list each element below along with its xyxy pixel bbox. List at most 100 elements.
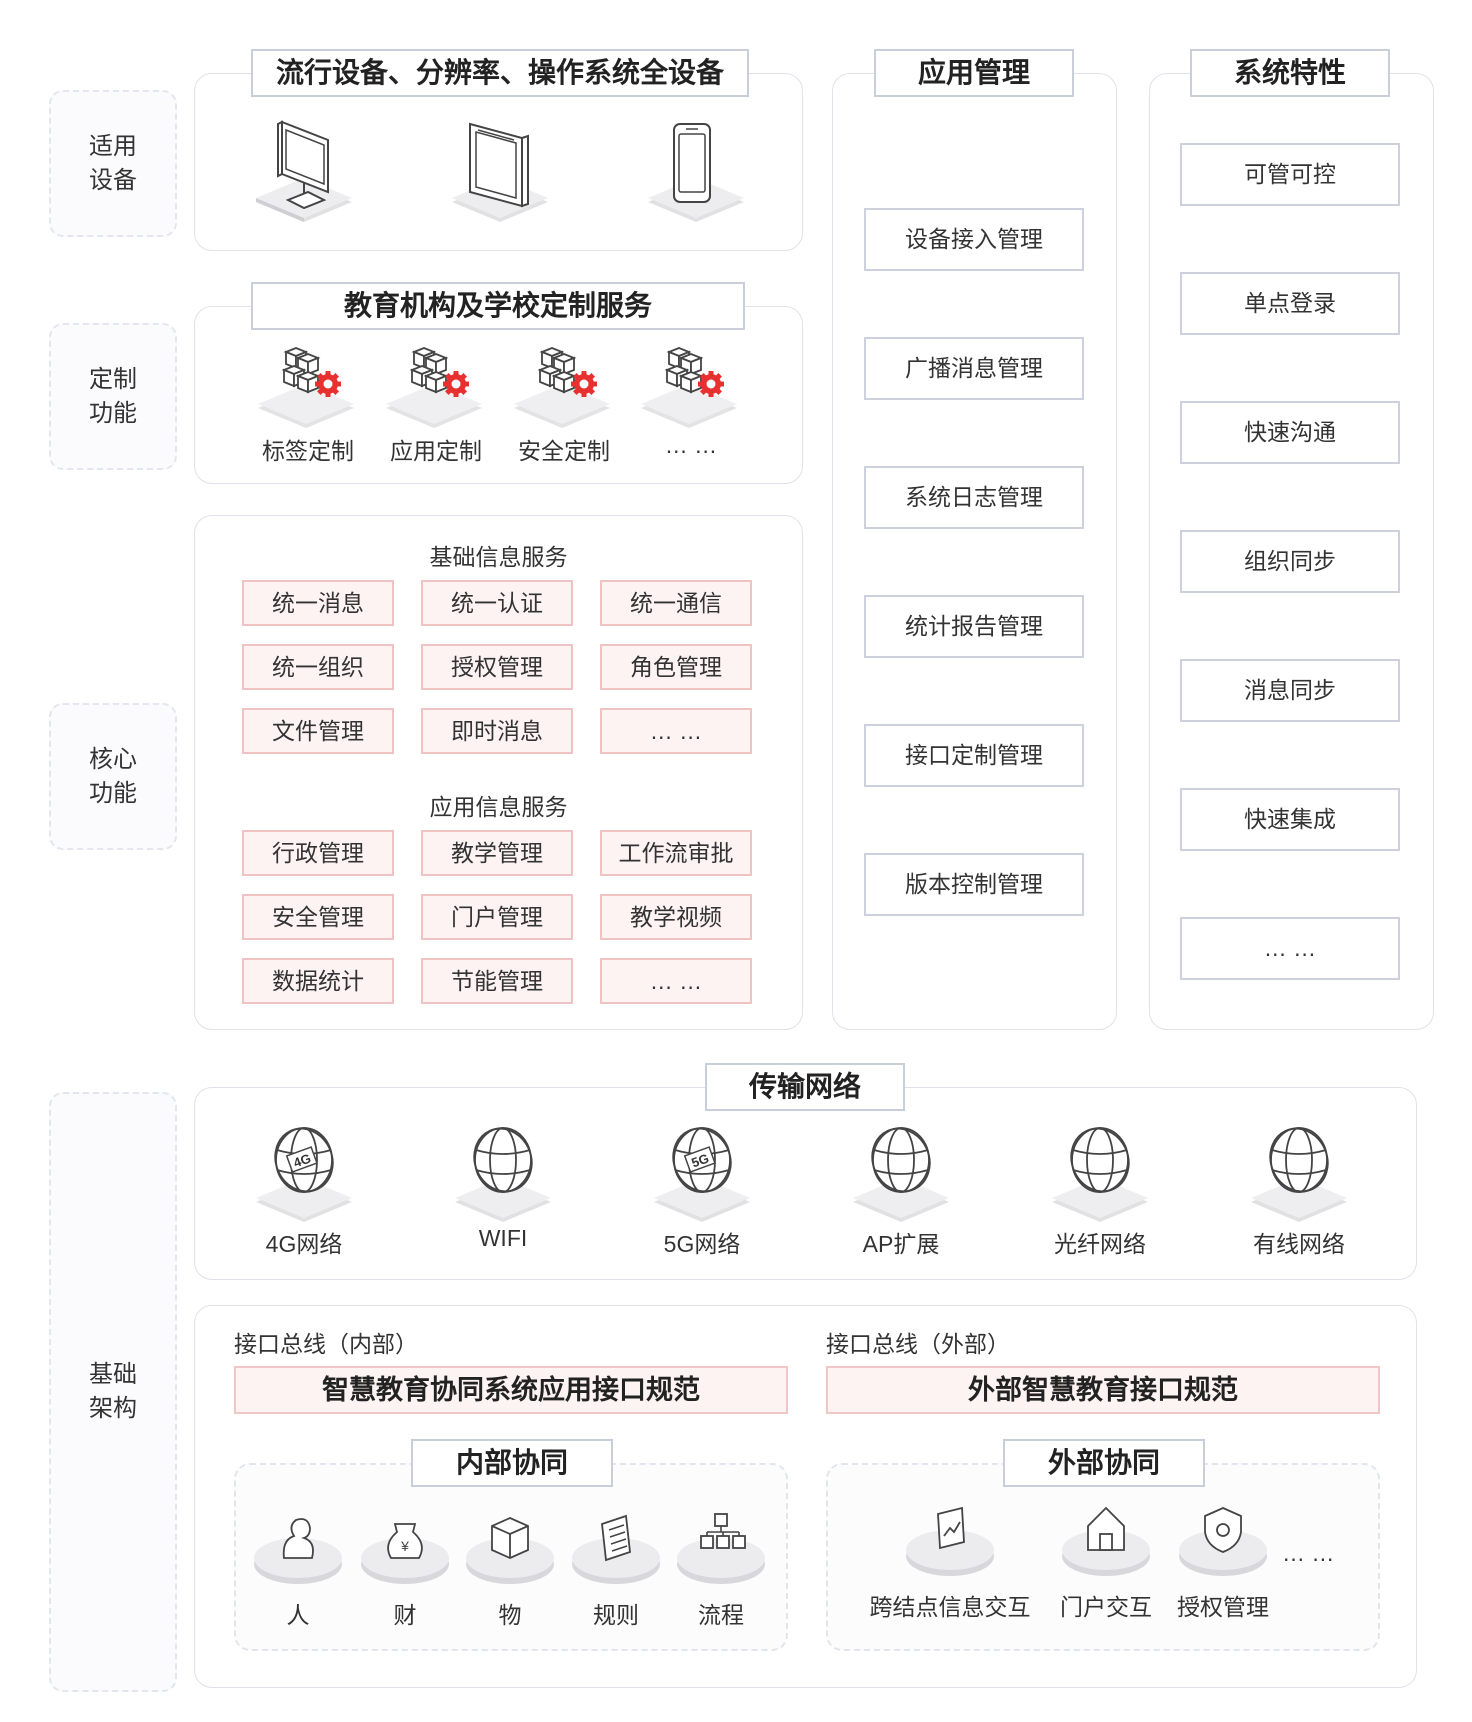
basic-service-item: 统一消息 bbox=[242, 580, 394, 626]
internal-bus-label: 接口总线（内部） bbox=[234, 1331, 418, 1357]
external-spec: 外部智慧教育接口规范 bbox=[826, 1366, 1380, 1414]
basic-service-item: 统一组织 bbox=[242, 644, 394, 690]
side-label-line: 定制 bbox=[89, 365, 137, 393]
app-service-item: 数据统计 bbox=[242, 958, 394, 1004]
network-title: 传输网络 bbox=[705, 1063, 905, 1111]
internal-collab-label: 物 bbox=[498, 1602, 522, 1628]
sys-features-title: 系统特性 bbox=[1190, 49, 1390, 97]
external-more: … … bbox=[1282, 1540, 1335, 1566]
side-label-line: 核心 bbox=[89, 745, 137, 773]
home-icon bbox=[1062, 1506, 1150, 1576]
sys-feature-item: 快速集成 bbox=[1180, 788, 1400, 851]
sys-feature-item: 消息同步 bbox=[1180, 659, 1400, 722]
basic-service-item: 统一认证 bbox=[421, 580, 573, 626]
side-label-core: 核心功能 bbox=[49, 703, 177, 850]
custom-item-label: … … bbox=[664, 432, 718, 458]
shield-icon bbox=[1179, 1507, 1267, 1576]
custom-cubes-gear-icon bbox=[514, 347, 610, 428]
external-collab-label: 门户交互 bbox=[1060, 1594, 1152, 1620]
chart-document-icon bbox=[906, 1506, 994, 1576]
internal-collab-label: 规则 bbox=[593, 1602, 639, 1628]
side-label-line: 功能 bbox=[89, 399, 137, 427]
network-globe-icon bbox=[455, 1127, 551, 1222]
app-service-item: 行政管理 bbox=[242, 830, 394, 876]
custom-more-icon bbox=[641, 347, 737, 428]
basic-service-item: 即时消息 bbox=[421, 708, 573, 754]
custom-item-label: 应用定制 bbox=[390, 438, 482, 464]
network-item-label: 5G网络 bbox=[663, 1231, 741, 1257]
side-label-infra: 基础架构 bbox=[49, 1092, 177, 1692]
network-globe-icon bbox=[1052, 1127, 1148, 1222]
side-label-line: 架构 bbox=[89, 1395, 137, 1422]
basic-service-item: … … bbox=[600, 708, 752, 754]
basic-service-item: 授权管理 bbox=[421, 644, 573, 690]
network-item-label: 4G网络 bbox=[265, 1231, 343, 1257]
app-service-item: 安全管理 bbox=[242, 894, 394, 940]
internal-collab-title: 内部协同 bbox=[411, 1439, 613, 1487]
custom-title: 教育机构及学校定制服务 bbox=[251, 282, 745, 330]
svg-text:5G: 5G bbox=[689, 1150, 710, 1170]
sys-feature-item: 可管可控 bbox=[1180, 143, 1400, 206]
app-mgmt-item: 广播消息管理 bbox=[864, 337, 1084, 400]
network-globe-icon bbox=[1251, 1127, 1347, 1222]
app-service-item: 教学管理 bbox=[421, 830, 573, 876]
network-globe-icon bbox=[853, 1127, 949, 1222]
app-mgmt-item: 接口定制管理 bbox=[864, 724, 1084, 787]
network-4g-globe-icon: 4G bbox=[256, 1127, 352, 1222]
app-service-item: … … bbox=[600, 958, 752, 1004]
basic-service-title: 基础信息服务 bbox=[429, 544, 568, 570]
document-icon bbox=[572, 1514, 660, 1584]
app-service-item: 节能管理 bbox=[421, 958, 573, 1004]
app-mgmt-title: 应用管理 bbox=[874, 49, 1074, 97]
network-item-label: WIFI bbox=[478, 1225, 528, 1251]
side-label-devices: 适用设备 bbox=[49, 90, 177, 237]
svg-text:4G: 4G bbox=[291, 1150, 312, 1170]
sys-feature-item: … … bbox=[1180, 917, 1400, 980]
custom-cubes-gear-icon bbox=[258, 347, 354, 428]
external-collab-label: 授权管理 bbox=[1177, 1594, 1269, 1620]
phone-icon bbox=[648, 123, 744, 222]
app-mgmt-item: 统计报告管理 bbox=[864, 595, 1084, 658]
network-5g-globe-icon: 5G bbox=[654, 1127, 750, 1222]
money-bag-icon: ¥ bbox=[361, 1523, 449, 1584]
flowchart-icon bbox=[677, 1513, 765, 1584]
svg-text:¥: ¥ bbox=[400, 1538, 409, 1554]
side-label-line: 功能 bbox=[89, 779, 137, 807]
basic-service-item: 统一通信 bbox=[600, 580, 752, 626]
custom-cubes-gear-icon bbox=[386, 347, 482, 428]
internal-spec: 智慧教育协同系统应用接口规范 bbox=[234, 1366, 788, 1414]
app-mgmt-item: 版本控制管理 bbox=[864, 853, 1084, 916]
internal-collab-label: 人 bbox=[286, 1602, 310, 1628]
network-item-label: 有线网络 bbox=[1253, 1231, 1345, 1257]
basic-service-item: 文件管理 bbox=[242, 708, 394, 754]
sys-feature-item: 快速沟通 bbox=[1180, 401, 1400, 464]
app-mgmt-item: 设备接入管理 bbox=[864, 208, 1084, 271]
custom-item-label: 安全定制 bbox=[518, 438, 610, 464]
network-item-label: AP扩展 bbox=[862, 1231, 940, 1257]
sys-feature-item: 组织同步 bbox=[1180, 530, 1400, 593]
side-label-line: 适用 bbox=[89, 132, 137, 160]
app-service-item: 教学视频 bbox=[600, 894, 752, 940]
app-mgmt-item: 系统日志管理 bbox=[864, 466, 1084, 529]
internal-collab-label: 财 bbox=[393, 1602, 417, 1628]
app-service-item: 门户管理 bbox=[421, 894, 573, 940]
side-label-custom: 定制功能 bbox=[49, 323, 177, 470]
side-label-line: 设备 bbox=[89, 166, 137, 194]
tablet-icon bbox=[452, 122, 548, 222]
internal-collab-label: 流程 bbox=[698, 1602, 744, 1628]
devices-title: 流行设备、分辨率、操作系统全设备 bbox=[251, 49, 749, 97]
person-icon bbox=[254, 1518, 342, 1584]
custom-item-label: 标签定制 bbox=[262, 438, 354, 464]
sys-feature-item: 单点登录 bbox=[1180, 272, 1400, 335]
basic-service-item: 角色管理 bbox=[600, 644, 752, 690]
network-item-label: 光纤网络 bbox=[1054, 1231, 1146, 1257]
box-icon bbox=[466, 1517, 554, 1584]
side-label-line: 基础 bbox=[89, 1361, 137, 1388]
desktop-icon bbox=[256, 120, 352, 222]
app-service-item: 工作流审批 bbox=[600, 830, 752, 876]
external-collab-title: 外部协同 bbox=[1003, 1439, 1205, 1487]
network-panel bbox=[194, 1087, 1417, 1280]
external-collab-label: 跨结点信息交互 bbox=[869, 1594, 1031, 1620]
app-service-title: 应用信息服务 bbox=[429, 794, 568, 820]
external-bus-label: 接口总线（外部） bbox=[826, 1331, 1010, 1357]
